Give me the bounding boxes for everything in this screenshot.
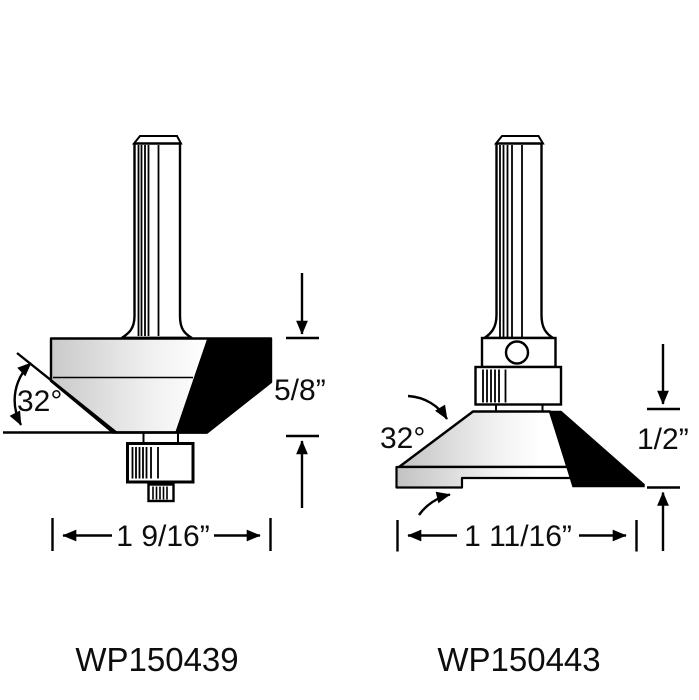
left-bit-angle-slope-line bbox=[16, 352, 118, 434]
left-bit-width-label: 1 9/16” bbox=[116, 520, 209, 553]
left-bit-part-number: WP150439 bbox=[75, 641, 238, 678]
right-bit-height-dimension: 1/2” bbox=[637, 344, 689, 551]
left-bit-height-dimension: 5/8” bbox=[274, 273, 326, 508]
left-bit-angle-arc bbox=[9, 362, 32, 426]
right-bit-width-dimension: 1 11/16” bbox=[396, 520, 638, 553]
right-bit-angle-label: 32° bbox=[380, 422, 425, 455]
right-bit-width-label: 1 11/16” bbox=[464, 520, 572, 553]
left-bit-nut-lines bbox=[152, 486, 168, 500]
right-bit-collar bbox=[474, 365, 563, 406]
right-bit-notch-pointer bbox=[418, 491, 451, 516]
left-bit-bearing-lines bbox=[131, 447, 159, 479]
right-bit-shank bbox=[483, 142, 555, 340]
left-bit-shank bbox=[120, 142, 193, 339]
right-bit-drawing: 32° 1/2” 1 11/16” WP150443 bbox=[380, 135, 689, 678]
left-bit-height-label: 5/8” bbox=[274, 374, 326, 407]
right-bit-carbide-edge bbox=[548, 410, 645, 488]
left-bit-drawing: 32° 5/8” 1 9/16” WP150439 bbox=[3, 135, 326, 678]
right-bit-height-label: 1/2” bbox=[637, 423, 689, 456]
left-bit-angle-label: 32° bbox=[17, 385, 62, 418]
right-bit-shank-cap bbox=[493, 135, 545, 145]
left-bit-width-dimension: 1 9/16” bbox=[51, 518, 272, 553]
right-bit-part-number: WP150443 bbox=[437, 641, 600, 678]
left-bit-bearing bbox=[126, 442, 195, 484]
right-bit-angle-pointer-top bbox=[407, 394, 449, 420]
right-bit-shank-flutes bbox=[499, 145, 523, 337]
left-bit-arbor-lines bbox=[142, 432, 179, 444]
left-bit-carbide-edge bbox=[174, 337, 272, 434]
left-bit-shank-flutes bbox=[137, 145, 160, 336]
right-bit-hub-hole bbox=[504, 340, 530, 365]
right-bit-base-plate bbox=[395, 465, 577, 489]
right-bit-collar-lines bbox=[482, 369, 507, 403]
